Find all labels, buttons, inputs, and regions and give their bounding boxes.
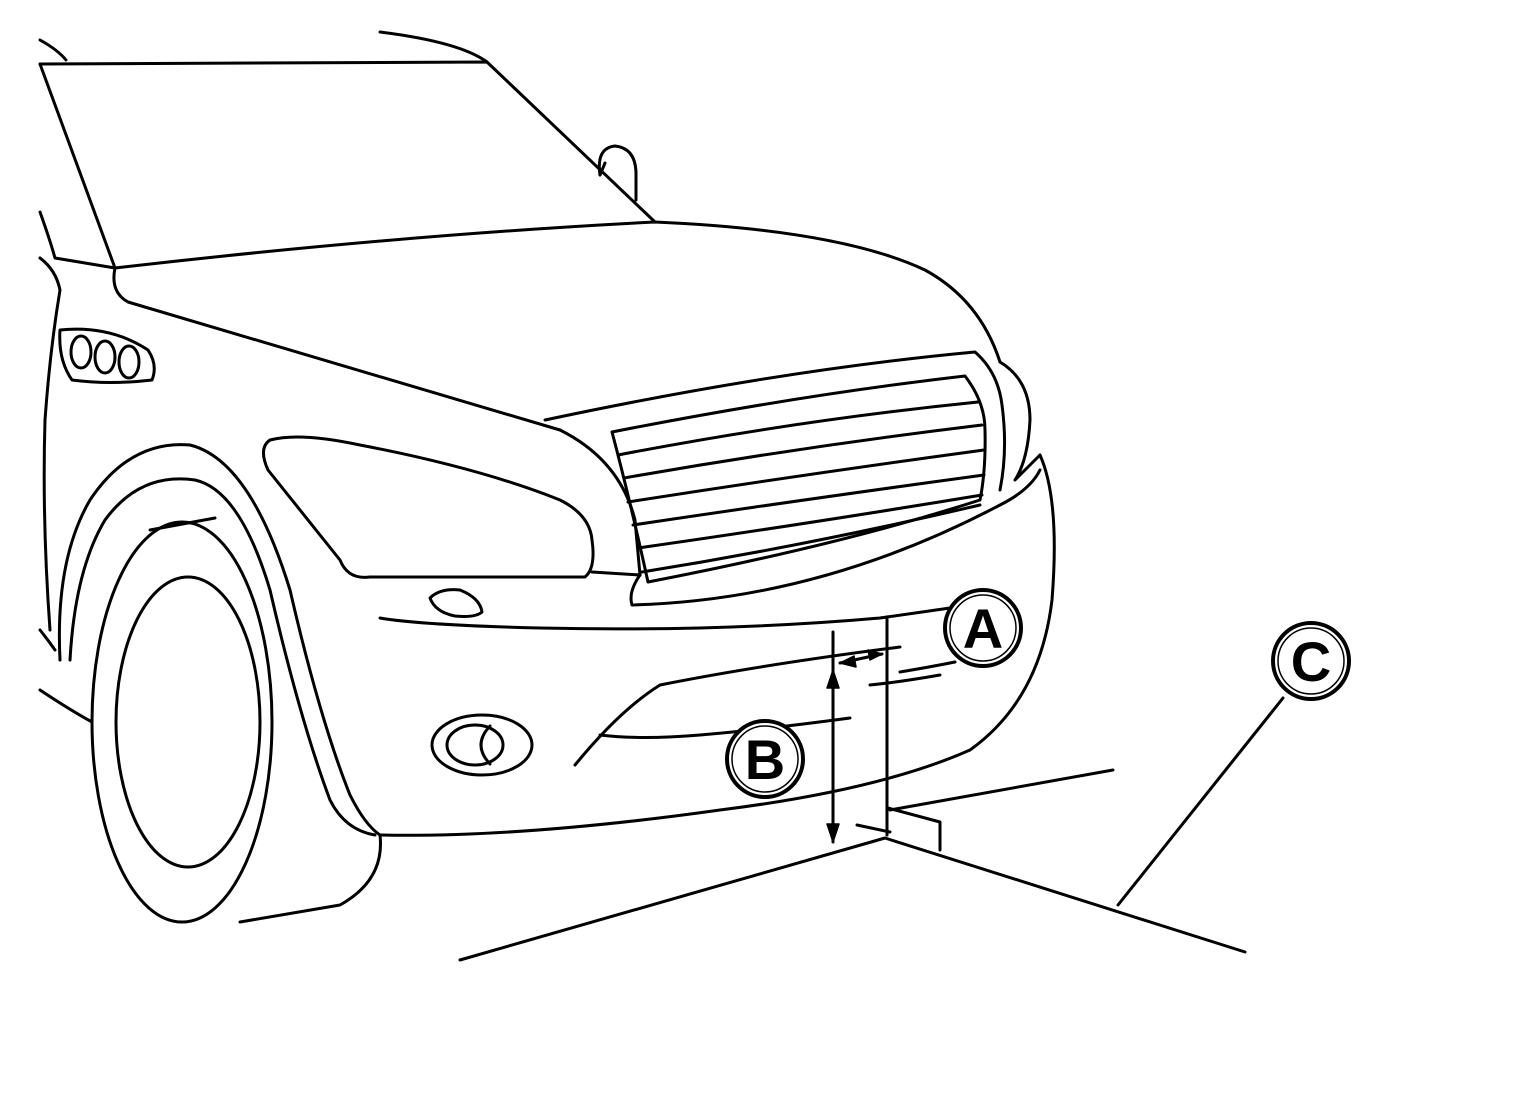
headlight [262,435,595,579]
dimension-arrows [826,649,883,843]
grille [610,374,987,584]
callout-c: C [1271,621,1351,701]
windshield [38,30,657,270]
callout-b: B [725,719,805,799]
arrow-down [826,823,840,843]
arrow-up [826,669,840,689]
washer-nozzle [428,588,484,618]
wheel-arch [57,443,382,837]
callout-b-label: B [745,728,785,791]
front-fender [38,210,117,724]
arrow-left [839,655,857,668]
callout-c-leader [1116,696,1285,907]
side-vent [58,327,156,384]
fog-light [430,713,534,777]
ground-plane [458,768,1247,962]
front-bumper [378,360,1056,837]
callout-c-label: C [1291,630,1331,693]
side-mirror [597,144,638,202]
front-wheel [90,516,382,924]
callout-a: A [943,588,1023,668]
callout-a-label: A [963,597,1003,660]
hood [112,220,1007,577]
arrow-right [867,649,883,661]
